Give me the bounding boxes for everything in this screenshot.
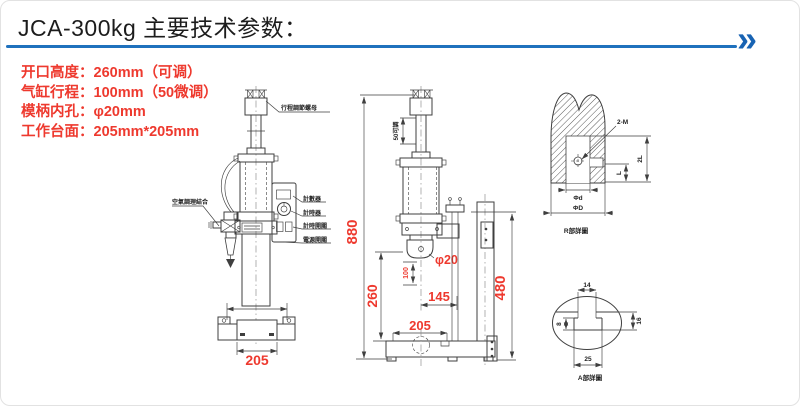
front-view-drawing: 行程調節螺母 計數器 計時器 計時開關 電源開關 空氣調理結合 205 xyxy=(172,86,331,368)
front-base-width-dim: 205 xyxy=(245,352,269,368)
drain-arrow xyxy=(226,259,235,268)
throat-dim: 145 xyxy=(428,289,450,304)
stroke-nut-label: 行程調節螺母 xyxy=(280,104,317,112)
hole-dia-dim: φ20 xyxy=(435,253,458,267)
a-detail-ellipse xyxy=(552,296,622,350)
timer-switch-label: 計時開關 xyxy=(303,222,327,230)
power-switch xyxy=(285,221,293,232)
work-table xyxy=(236,319,278,341)
thread-depth-dim: L xyxy=(616,171,623,175)
timer-switch xyxy=(276,221,284,232)
r-detail-drawing: 2-M 2L L Φd ΦD R部詳圖 xyxy=(543,92,651,235)
counter-display xyxy=(276,189,291,200)
slot-bottom-width-dim: 25 xyxy=(584,356,592,363)
filter-bowl xyxy=(224,237,237,256)
spec-line: 气缸行程：100mm（50微调） xyxy=(21,84,218,101)
bore-depth-dim: 2L xyxy=(637,155,644,163)
fine-adjust-dim: 50可調 xyxy=(392,122,400,141)
title-underline xyxy=(6,45,737,48)
slot-depth-dim: 16 xyxy=(636,317,643,325)
machine-column xyxy=(241,233,271,307)
side-base xyxy=(385,340,496,358)
rear-column xyxy=(476,201,495,342)
tap-label: 2-M xyxy=(617,119,628,126)
r-detail-caption: R部詳圖 xyxy=(564,226,589,235)
control-panel xyxy=(271,182,297,243)
spec-list: 开口高度：260mm（可调） 气缸行程：100mm（50微调） 模柄内孔：φ20… xyxy=(21,64,218,142)
opening-height-dim: 260 xyxy=(364,284,380,308)
ram-holder xyxy=(406,239,434,259)
column-height-dim: 480 xyxy=(492,275,509,300)
timer-label: 計時器 xyxy=(303,209,322,217)
a-detail-drawing: 14 8 16 25 A部詳圖 xyxy=(552,282,643,382)
table-depth-dim: 205 xyxy=(409,318,431,333)
stroke-dim: 100 xyxy=(403,267,410,279)
a-detail-reference-circle xyxy=(412,336,430,354)
side-view-drawing: 880 50可調 φ20 100 260 xyxy=(344,86,516,368)
inner-dia-dim: Φd xyxy=(573,195,582,202)
spec-line: 工作台面：205mm*205mm xyxy=(21,123,200,140)
spec-line: 模柄内孔：φ20mm xyxy=(21,104,146,120)
air-hose xyxy=(220,157,239,213)
power-switch-label: 電源開關 xyxy=(303,236,327,244)
double-chevron-icon[interactable]: » xyxy=(737,18,758,59)
page-title: JCA-300kg 主要技术参数： xyxy=(18,15,308,41)
slot-top-width-dim: 14 xyxy=(583,282,591,289)
side-tap-hole xyxy=(590,157,604,168)
a-detail-caption: A部詳圖 xyxy=(578,373,603,382)
air-unit-label: 空氣調理結合 xyxy=(172,198,209,206)
overall-height-dim: 880 xyxy=(344,219,361,244)
outer-dia-dim: ΦD xyxy=(573,205,583,212)
t-slot-profile xyxy=(573,317,603,331)
spec-line: 开口高度：260mm（可调） xyxy=(21,65,202,81)
counter-label: 計數器 xyxy=(303,195,322,203)
slot-bottom-height-dim: 8 xyxy=(556,322,563,326)
